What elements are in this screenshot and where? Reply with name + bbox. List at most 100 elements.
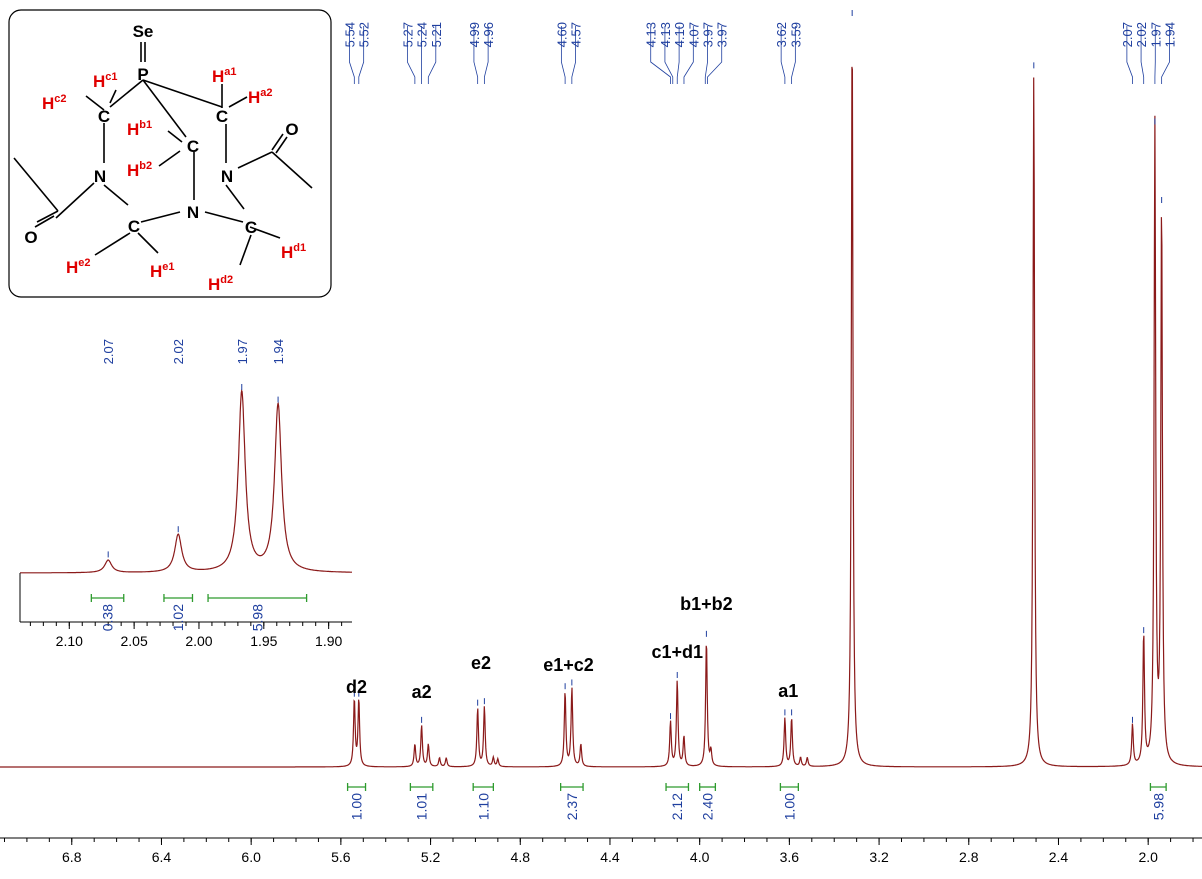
atom-c-d: C (245, 218, 257, 237)
inset-peak-label: 1.97 (235, 339, 250, 364)
atom-c-a: C (216, 107, 228, 126)
peak-label-leader (676, 26, 680, 84)
integral-value: 1.10 (475, 793, 491, 820)
structure-heavy-atoms: Se P C C C N N N C C O O (24, 22, 298, 247)
inset-peak-label: 2.02 (171, 339, 186, 364)
assignment-label: e2 (471, 653, 491, 673)
x-tick-label: 1.90 (315, 633, 342, 649)
x-tick-label: 4.8 (511, 849, 531, 865)
hydrogen-e1: He1 (150, 261, 175, 281)
x-tick-label: 2.10 (56, 633, 83, 649)
peak-label-leader (483, 26, 489, 84)
x-tick-label: 6.0 (241, 849, 261, 865)
peak-label: 5.27 (400, 22, 415, 47)
assignment-label: d2 (346, 677, 367, 697)
integral-value: 5.98 (1150, 793, 1166, 820)
structure-hydrogens: Hc1 Hc2 Ha1 Ha2 Hb1 Hb2 He2 He1 Hd1 Hd2 (42, 66, 306, 294)
peak-label-leader (791, 26, 796, 84)
peak-label-leader (349, 26, 355, 84)
inset-peak-label: 1.94 (271, 339, 286, 364)
peak-label-leader (664, 26, 674, 84)
atom-c-b: C (187, 137, 199, 156)
peak-label-leader (1161, 26, 1170, 84)
integral-value: 2.12 (669, 793, 685, 820)
structure-bonds (13, 42, 313, 266)
x-tick-label: 6.4 (152, 849, 172, 865)
peak-label: 5.24 (415, 22, 430, 47)
peak-label: 4.13 (658, 22, 673, 47)
x-tick-label: 2.05 (121, 633, 148, 649)
peak-label: 3.62 (774, 22, 789, 47)
peak-label: 4.57 (569, 22, 584, 47)
peak-label: 3.97 (701, 22, 716, 47)
hydrogen-e2: He2 (66, 257, 91, 277)
x-tick-label: 2.8 (959, 849, 979, 865)
assignment-label: e1+c2 (543, 655, 594, 675)
hydrogen-c2: Hc2 (42, 93, 67, 113)
peak-label: 1.97 (1148, 22, 1163, 47)
x-tick-label: 2.00 (185, 633, 212, 649)
hydrogen-b2: Hb2 (127, 160, 152, 180)
peak-label: 4.13 (644, 22, 659, 47)
assignment-label: a2 (412, 682, 432, 702)
assignment-label: b1+b2 (680, 594, 733, 614)
peak-label-leader (704, 26, 708, 84)
peak-label: 1.94 (1162, 22, 1177, 47)
peak-label-leader (1126, 26, 1133, 84)
x-tick-label: 5.2 (421, 849, 441, 865)
peak-label: 5.54 (342, 22, 357, 47)
peak-label: 4.10 (672, 22, 687, 47)
x-tick-label: 1.95 (250, 633, 277, 649)
x-tick-label: 6.8 (62, 849, 82, 865)
spectrum-trace (20, 388, 352, 574)
peak-label: 2.02 (1134, 22, 1149, 47)
x-tick-label: 3.2 (869, 849, 889, 865)
peak-label: 5.21 (429, 22, 444, 47)
peak-label: 3.97 (715, 22, 730, 47)
integral-value: 1.00 (349, 793, 365, 820)
atom-n-left: N (94, 167, 106, 186)
peak-label-leader (650, 26, 671, 84)
hydrogen-a2: Ha2 (248, 87, 273, 107)
atom-n-right: N (221, 167, 233, 186)
atom-o-left: O (24, 228, 37, 247)
hydrogen-a1: Ha1 (212, 66, 237, 86)
peak-label-leader (571, 26, 576, 84)
hydrogen-b1: Hb1 (127, 119, 152, 139)
assignment-label: c1+d1 (651, 642, 703, 662)
peak-label-leader (406, 26, 416, 84)
peak-label-leader (427, 26, 437, 84)
x-tick-label: 4.4 (600, 849, 620, 865)
peak-label-leader (1140, 26, 1145, 84)
x-tick-label: 4.0 (690, 849, 710, 865)
atom-n-mid: N (187, 203, 199, 222)
spectrum-trace (0, 66, 1202, 768)
hydrogen-d2: Hd2 (208, 274, 233, 294)
structure-frame (8, 9, 332, 298)
integral-value: 2.37 (564, 793, 580, 820)
peak-label-leader (473, 26, 479, 84)
peak-label: 3.59 (788, 22, 803, 47)
peak-label: 4.60 (554, 22, 569, 47)
peak-label-leader (358, 26, 365, 84)
peak-label-leader (560, 26, 566, 84)
x-tick-label: 2.0 (1138, 849, 1158, 865)
peak-label-leader (683, 26, 694, 84)
integral-value: 0.38 (100, 604, 116, 631)
atom-p: P (137, 65, 148, 84)
integral-value: 1.01 (414, 793, 430, 820)
x-tick-label: 5.6 (331, 849, 351, 865)
peak-label: 4.07 (686, 22, 701, 47)
hydrogen-d1: Hd1 (281, 242, 306, 262)
peak-label: 4.99 (467, 22, 482, 47)
integral-value: 5.98 (249, 604, 265, 631)
peak-label: 5.52 (357, 22, 372, 47)
molecule-structure: Se P C C C N N N C C O O Hc1 Hc2 Ha1 Ha2… (8, 9, 332, 298)
peak-label: 4.96 (481, 22, 496, 47)
integral-value: 2.40 (700, 793, 716, 820)
peak-label: 2.07 (1120, 22, 1135, 47)
integral-value: 1.02 (170, 604, 186, 631)
